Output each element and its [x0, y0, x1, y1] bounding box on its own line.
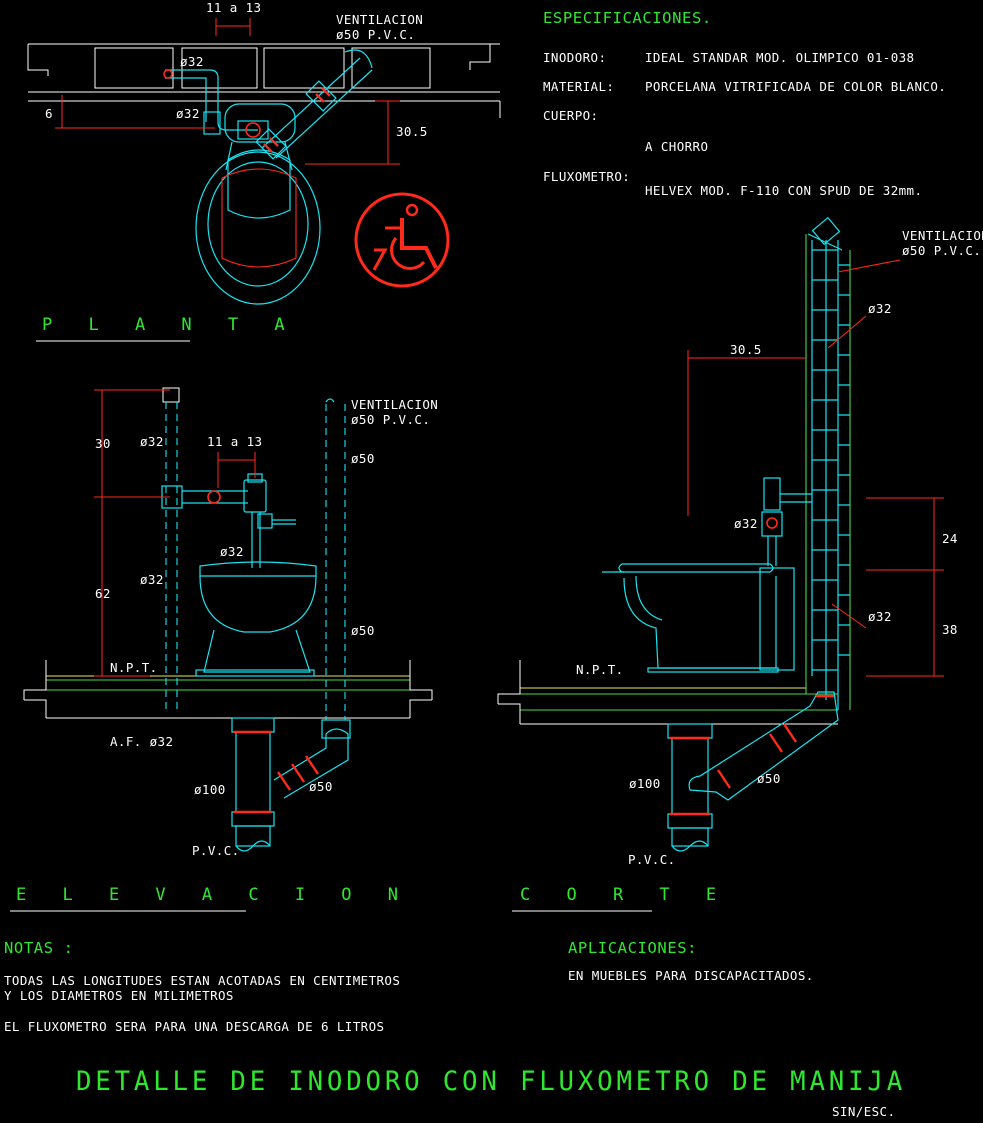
- section-vent-label-2: ø50 P.V.C.: [902, 243, 981, 258]
- plan-vent-label-1: VENTILACION: [336, 12, 423, 27]
- section-wall: [811, 240, 850, 710]
- elevation-view: 30 62 ø32 ø32 ø32 11 a 13 VENTILACION ø5…: [10, 387, 438, 912]
- section-view: VENTILACION ø50 P.V.C. ø32 30.5 ø32 24 ø…: [497, 216, 983, 912]
- elevation-toilet: [195, 561, 317, 677]
- applications-text: EN MUEBLES PARA DISCAPACITADOS.: [568, 968, 814, 983]
- section-vent-label-1: VENTILACION: [902, 228, 983, 243]
- elevation-view-title: E L E V A C I O N: [16, 885, 411, 905]
- section-flushometer: [761, 477, 812, 566]
- section-view-title: C O R T E: [520, 885, 729, 905]
- elevation-diameter-left: ø32: [140, 434, 164, 449]
- section-diameter-100: ø100: [629, 776, 661, 791]
- elevation-drain-bands: [234, 730, 319, 814]
- elevation-floor: [23, 660, 433, 719]
- elevation-diameter-50a: ø50: [351, 451, 375, 466]
- elevation-npt-label: N.P.T.: [110, 660, 158, 675]
- elevation-dim-30: 30: [95, 436, 111, 451]
- plan-diameter-a: ø32: [180, 54, 204, 69]
- spec-value-material: PORCELANA VITRIFICADA DE COLOR BLANCO.: [645, 79, 946, 94]
- notes-line-3: EL FLUXOMETRO SERA PARA UNA DESCARGA DE …: [4, 1019, 384, 1034]
- plan-dim-top: 11 a 13: [206, 0, 261, 15]
- wheelchair-accessibility-icon: [354, 192, 450, 288]
- notes: NOTAS : TODAS LAS LONGITUDES ESTAN ACOTA…: [4, 939, 400, 1034]
- section-diameter-top: ø32: [868, 301, 892, 316]
- applications-heading: APLICACIONES:: [568, 939, 697, 957]
- spec-heading: ESPECIFICACIONES.: [543, 9, 712, 27]
- section-toilet: [602, 563, 795, 673]
- elevation-flushometer: [243, 473, 296, 568]
- elevation-diameter-low: ø32: [140, 572, 164, 587]
- spec-label-material: MATERIAL:: [543, 79, 614, 94]
- elevation-pvc-label: P.V.C.: [192, 843, 240, 858]
- plan-valve: [245, 122, 261, 138]
- section-drain: [667, 691, 839, 852]
- plan-toilet-bowl: [195, 103, 321, 305]
- scale-label: SIN/ESC.: [832, 1104, 895, 1119]
- section-drain-bands: [670, 694, 834, 816]
- drawing-title: DETALLE DE INODORO CON FLUXOMETRO DE MAN…: [76, 1066, 906, 1097]
- plan-vent-label-2: ø50 P.V.C.: [336, 27, 415, 42]
- notes-heading: NOTAS :: [4, 939, 74, 957]
- section-diameter-50: ø50: [757, 771, 781, 786]
- elevation-diameter-mid: ø32: [220, 544, 244, 559]
- notes-line-2: Y LOS DIAMETROS EN MILIMETROS: [4, 988, 234, 1003]
- plan-vent-pipe: [255, 49, 373, 160]
- elevation-diameter-100: ø100: [194, 782, 226, 797]
- section-dim-24: 24: [942, 531, 958, 546]
- section-dim-305: 30.5: [730, 342, 762, 357]
- elevation-af-label: A.F. ø32: [110, 734, 173, 749]
- plan-supply-end: [163, 69, 173, 79]
- plan-vent-hatch: [263, 87, 331, 153]
- section-dimensions: [687, 259, 944, 677]
- plan-dimensions: [55, 18, 400, 165]
- plan-view: 11 a 13 VENTILACION ø50 P.V.C. ø32 ø32 6…: [27, 0, 501, 342]
- plan-diameter-b: ø32: [176, 106, 200, 121]
- section-vent-head: [807, 216, 843, 251]
- section-pvc-label: P.V.C.: [628, 852, 676, 867]
- section-valve: [766, 517, 778, 529]
- elevation-valve: [207, 490, 221, 504]
- spec-value-inodoro: IDEAL STANDAR MOD. OLIMPICO 01-038: [645, 50, 914, 65]
- specifications: ESPECIFICACIONES. INODORO: IDEAL STANDAR…: [543, 9, 946, 198]
- elevation-diameter-50c: ø50: [309, 779, 333, 794]
- section-diameter-valve: ø32: [734, 516, 758, 531]
- spec-label-inodoro: INODORO:: [543, 50, 606, 65]
- plan-dim-6: 6: [45, 106, 53, 121]
- section-floor: [497, 234, 851, 725]
- elevation-diameter-50b: ø50: [351, 623, 375, 638]
- notes-line-1: TODAS LAS LONGITUDES ESTAN ACOTADAS EN C…: [4, 973, 400, 988]
- elevation-vent-label-2: ø50 P.V.C.: [351, 412, 430, 427]
- elevation-dim-62: 62: [95, 586, 111, 601]
- spec-label-cuerpo: CUERPO:: [543, 108, 598, 123]
- plan-view-title: P L A N T A: [42, 315, 298, 335]
- section-npt-label: N.P.T.: [576, 662, 624, 677]
- elevation-dim-11-13: 11 a 13: [207, 434, 262, 449]
- elevation-dimensions: [94, 389, 256, 677]
- elevation-vent-label-1: VENTILACION: [351, 397, 438, 412]
- plan-wall: [27, 43, 501, 118]
- elevation-vent-riser: [325, 398, 346, 720]
- spec-value-cuerpo: A CHORRO: [645, 139, 708, 154]
- spec-label-fluxometro: FLUXOMETRO:: [543, 169, 630, 184]
- plan-bowl-water: [221, 168, 297, 268]
- section-dim-38: 38: [942, 622, 958, 637]
- plan-dim-305: 30.5: [396, 124, 428, 139]
- section-diameter-low: ø32: [868, 609, 892, 624]
- applications: APLICACIONES: EN MUEBLES PARA DISCAPACIT…: [568, 939, 814, 983]
- spec-value-fluxometro: HELVEX MOD. F-110 CON SPUD DE 32mm.: [645, 183, 922, 198]
